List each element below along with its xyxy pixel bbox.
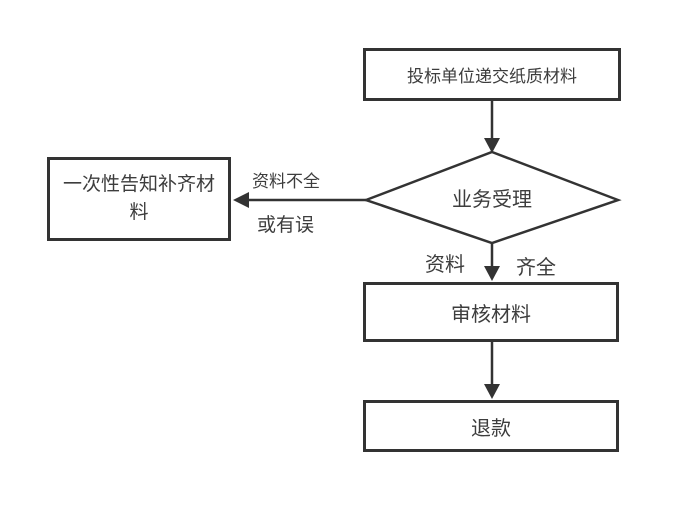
edge-label-materials-incomplete: 资料不全 xyxy=(252,167,320,192)
edge-label-or-erroneous: 或有误 xyxy=(257,210,315,237)
arrowhead-decision-to-notify xyxy=(233,192,249,208)
node-decision-business-acceptance: 业务受理 xyxy=(452,189,532,211)
arrowhead-submit-to-decision xyxy=(484,138,500,153)
edge-label-complete: 齐全 xyxy=(516,251,556,280)
arrowhead-review-to-refund xyxy=(484,384,500,399)
node-submit-paper-materials: 投标单位递交纸质材料 xyxy=(363,48,621,101)
edge-label-materials: 资料 xyxy=(425,248,465,277)
node-notify-supplement-materials: 一次性告知补齐材料 xyxy=(47,157,231,241)
arrowhead-decision-to-review xyxy=(484,266,500,281)
node-refund: 退款 xyxy=(363,400,619,452)
node-review-materials: 审核材料 xyxy=(363,282,619,342)
